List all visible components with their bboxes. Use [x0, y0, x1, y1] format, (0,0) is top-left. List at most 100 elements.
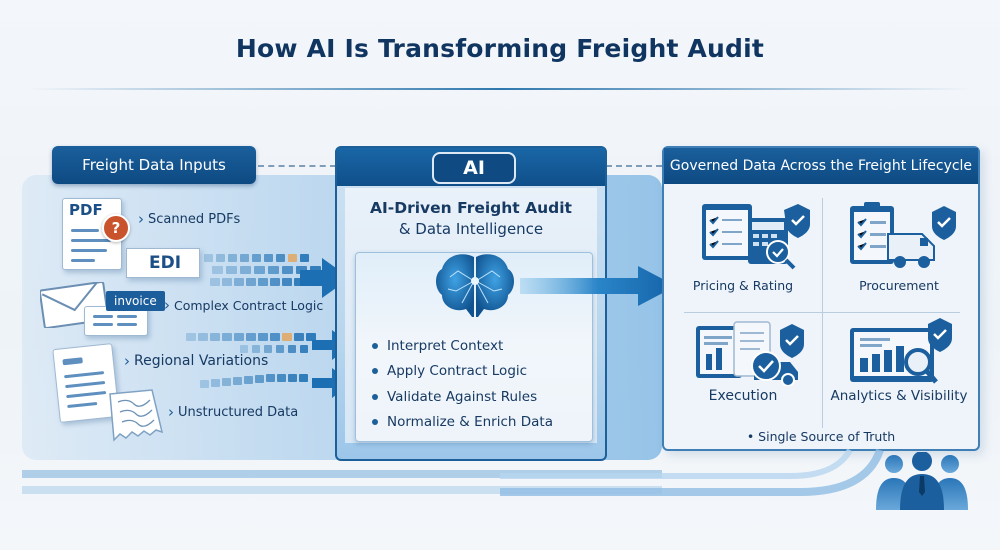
- data-pixel: [244, 376, 253, 384]
- data-pixel: [246, 278, 256, 286]
- data-pixel: [300, 345, 308, 353]
- data-pixel: [276, 345, 284, 353]
- data-pixel: [222, 333, 232, 341]
- data-pixel: [294, 278, 304, 286]
- data-pixel: [234, 278, 244, 286]
- data-pixel: [288, 254, 297, 262]
- chevron-right-icon: ›: [164, 296, 170, 314]
- data-pixel: [222, 278, 232, 286]
- data-pixel: [270, 333, 280, 341]
- output-cell-label: Execution: [708, 388, 778, 404]
- single-source-of-truth: • Single Source of Truth: [746, 429, 896, 444]
- output-cell-label: Procurement: [859, 278, 939, 293]
- flow-curve-decoration: [500, 448, 884, 496]
- data-pixel: [228, 254, 237, 262]
- team-people-icon: [876, 452, 968, 510]
- grid-divider: [822, 198, 823, 428]
- ai-panel-header: AI: [337, 148, 605, 186]
- data-pixel: [282, 266, 293, 274]
- data-pixel: [186, 333, 196, 341]
- ai-step: Interpret Context: [372, 333, 553, 359]
- ai-title-line2: & Data Intelligence: [398, 220, 544, 238]
- data-pixel: [294, 333, 304, 341]
- data-pixel: [234, 333, 244, 341]
- input-label: Regional Variations: [134, 353, 269, 369]
- analytics-chart-icon: [850, 318, 952, 384]
- edi-label: EDI: [149, 253, 182, 273]
- input-item-complex-contract-logic: › Complex Contract Logic: [164, 296, 323, 314]
- data-pixel: [233, 377, 242, 385]
- output-arrow-icon: [520, 266, 676, 306]
- data-pixel: [210, 278, 220, 286]
- data-pixel: [204, 254, 213, 262]
- data-pixel: [268, 266, 279, 274]
- chevron-right-icon: ›: [138, 210, 144, 228]
- data-pixel: [216, 254, 225, 262]
- data-pixel: [240, 254, 249, 262]
- data-pixel: [288, 374, 297, 382]
- data-pixel: [252, 254, 261, 262]
- chevron-right-icon: ›: [124, 352, 130, 370]
- output-cell-label: Pricing & Rating: [692, 278, 794, 293]
- pdf-label: PDF: [69, 201, 103, 219]
- data-pixel: [264, 345, 272, 353]
- data-pixel: [299, 374, 308, 382]
- arrow-right-icon: [300, 258, 350, 298]
- data-pixel: [266, 374, 275, 382]
- band-stripe: [22, 470, 662, 478]
- input-item-unstructured-data: › Unstructured Data: [168, 403, 298, 421]
- data-pixel: [240, 266, 251, 274]
- ai-panel-title: AI-Driven Freight Audit & Data Intellige…: [345, 198, 597, 240]
- input-label: Scanned PDFs: [148, 211, 241, 227]
- edi-document-icon: EDI: [126, 248, 200, 278]
- inputs-header: Freight Data Inputs: [52, 146, 256, 184]
- data-pixel: [254, 266, 265, 274]
- brain-icon: [436, 254, 514, 317]
- question-badge-icon: ?: [102, 214, 130, 242]
- page-title: How AI Is Transforming Freight Audit: [235, 34, 765, 63]
- connector-dashed-line: [258, 165, 336, 167]
- procurement-truck-icon: [850, 202, 956, 268]
- input-label: Complex Contract Logic: [174, 297, 324, 313]
- data-pixel: [306, 333, 316, 341]
- ai-title-line1: AI-Driven Freight Audit: [370, 199, 572, 217]
- data-pixel: [200, 380, 209, 388]
- data-pixel: [270, 278, 280, 286]
- data-pixel: [252, 345, 260, 353]
- data-pixel: [264, 254, 273, 262]
- data-pixel: [282, 333, 292, 341]
- data-pixel: [211, 379, 220, 387]
- connector-dashed-line: [606, 165, 662, 167]
- data-pixel: [277, 374, 286, 382]
- chevron-right-icon: ›: [168, 403, 174, 421]
- data-pixel: [258, 333, 268, 341]
- ai-step: Apply Contract Logic: [372, 359, 553, 385]
- data-pixel: [210, 333, 220, 341]
- input-item-scanned-pdfs: › Scanned PDFs: [138, 210, 240, 228]
- invoice-tag: invoice: [106, 291, 165, 311]
- crumpled-receipt-icon: [109, 389, 164, 442]
- data-pixel: [198, 333, 208, 341]
- data-pixel: [258, 278, 268, 286]
- data-pixel: [300, 254, 309, 262]
- output-cell-label: Analytics & Visibility: [830, 388, 968, 404]
- input-item-regional-variations: › Regional Variations: [124, 352, 268, 370]
- ai-step: Validate Against Rules: [372, 384, 553, 410]
- execution-clipboard-icon: [696, 321, 804, 386]
- data-pixel: [282, 278, 292, 286]
- data-pixel: [276, 254, 285, 262]
- data-pixel: [288, 345, 296, 353]
- ai-steps-list: Interpret Context Apply Contract Logic V…: [372, 333, 553, 435]
- data-pixel: [226, 266, 237, 274]
- ai-badge: AI: [432, 152, 516, 184]
- grid-divider: [684, 312, 960, 313]
- input-label: Unstructured Data: [178, 404, 299, 420]
- pricing-calculator-icon: [702, 204, 810, 270]
- data-pixel: [240, 345, 248, 353]
- data-pixel: [222, 378, 231, 386]
- ai-step: Normalize & Enrich Data: [372, 410, 553, 436]
- title-divider: [30, 88, 970, 90]
- outputs-header: Governed Data Across the Freight Lifecyc…: [664, 148, 978, 184]
- band-stripe: [22, 486, 662, 494]
- data-pixel: [246, 333, 256, 341]
